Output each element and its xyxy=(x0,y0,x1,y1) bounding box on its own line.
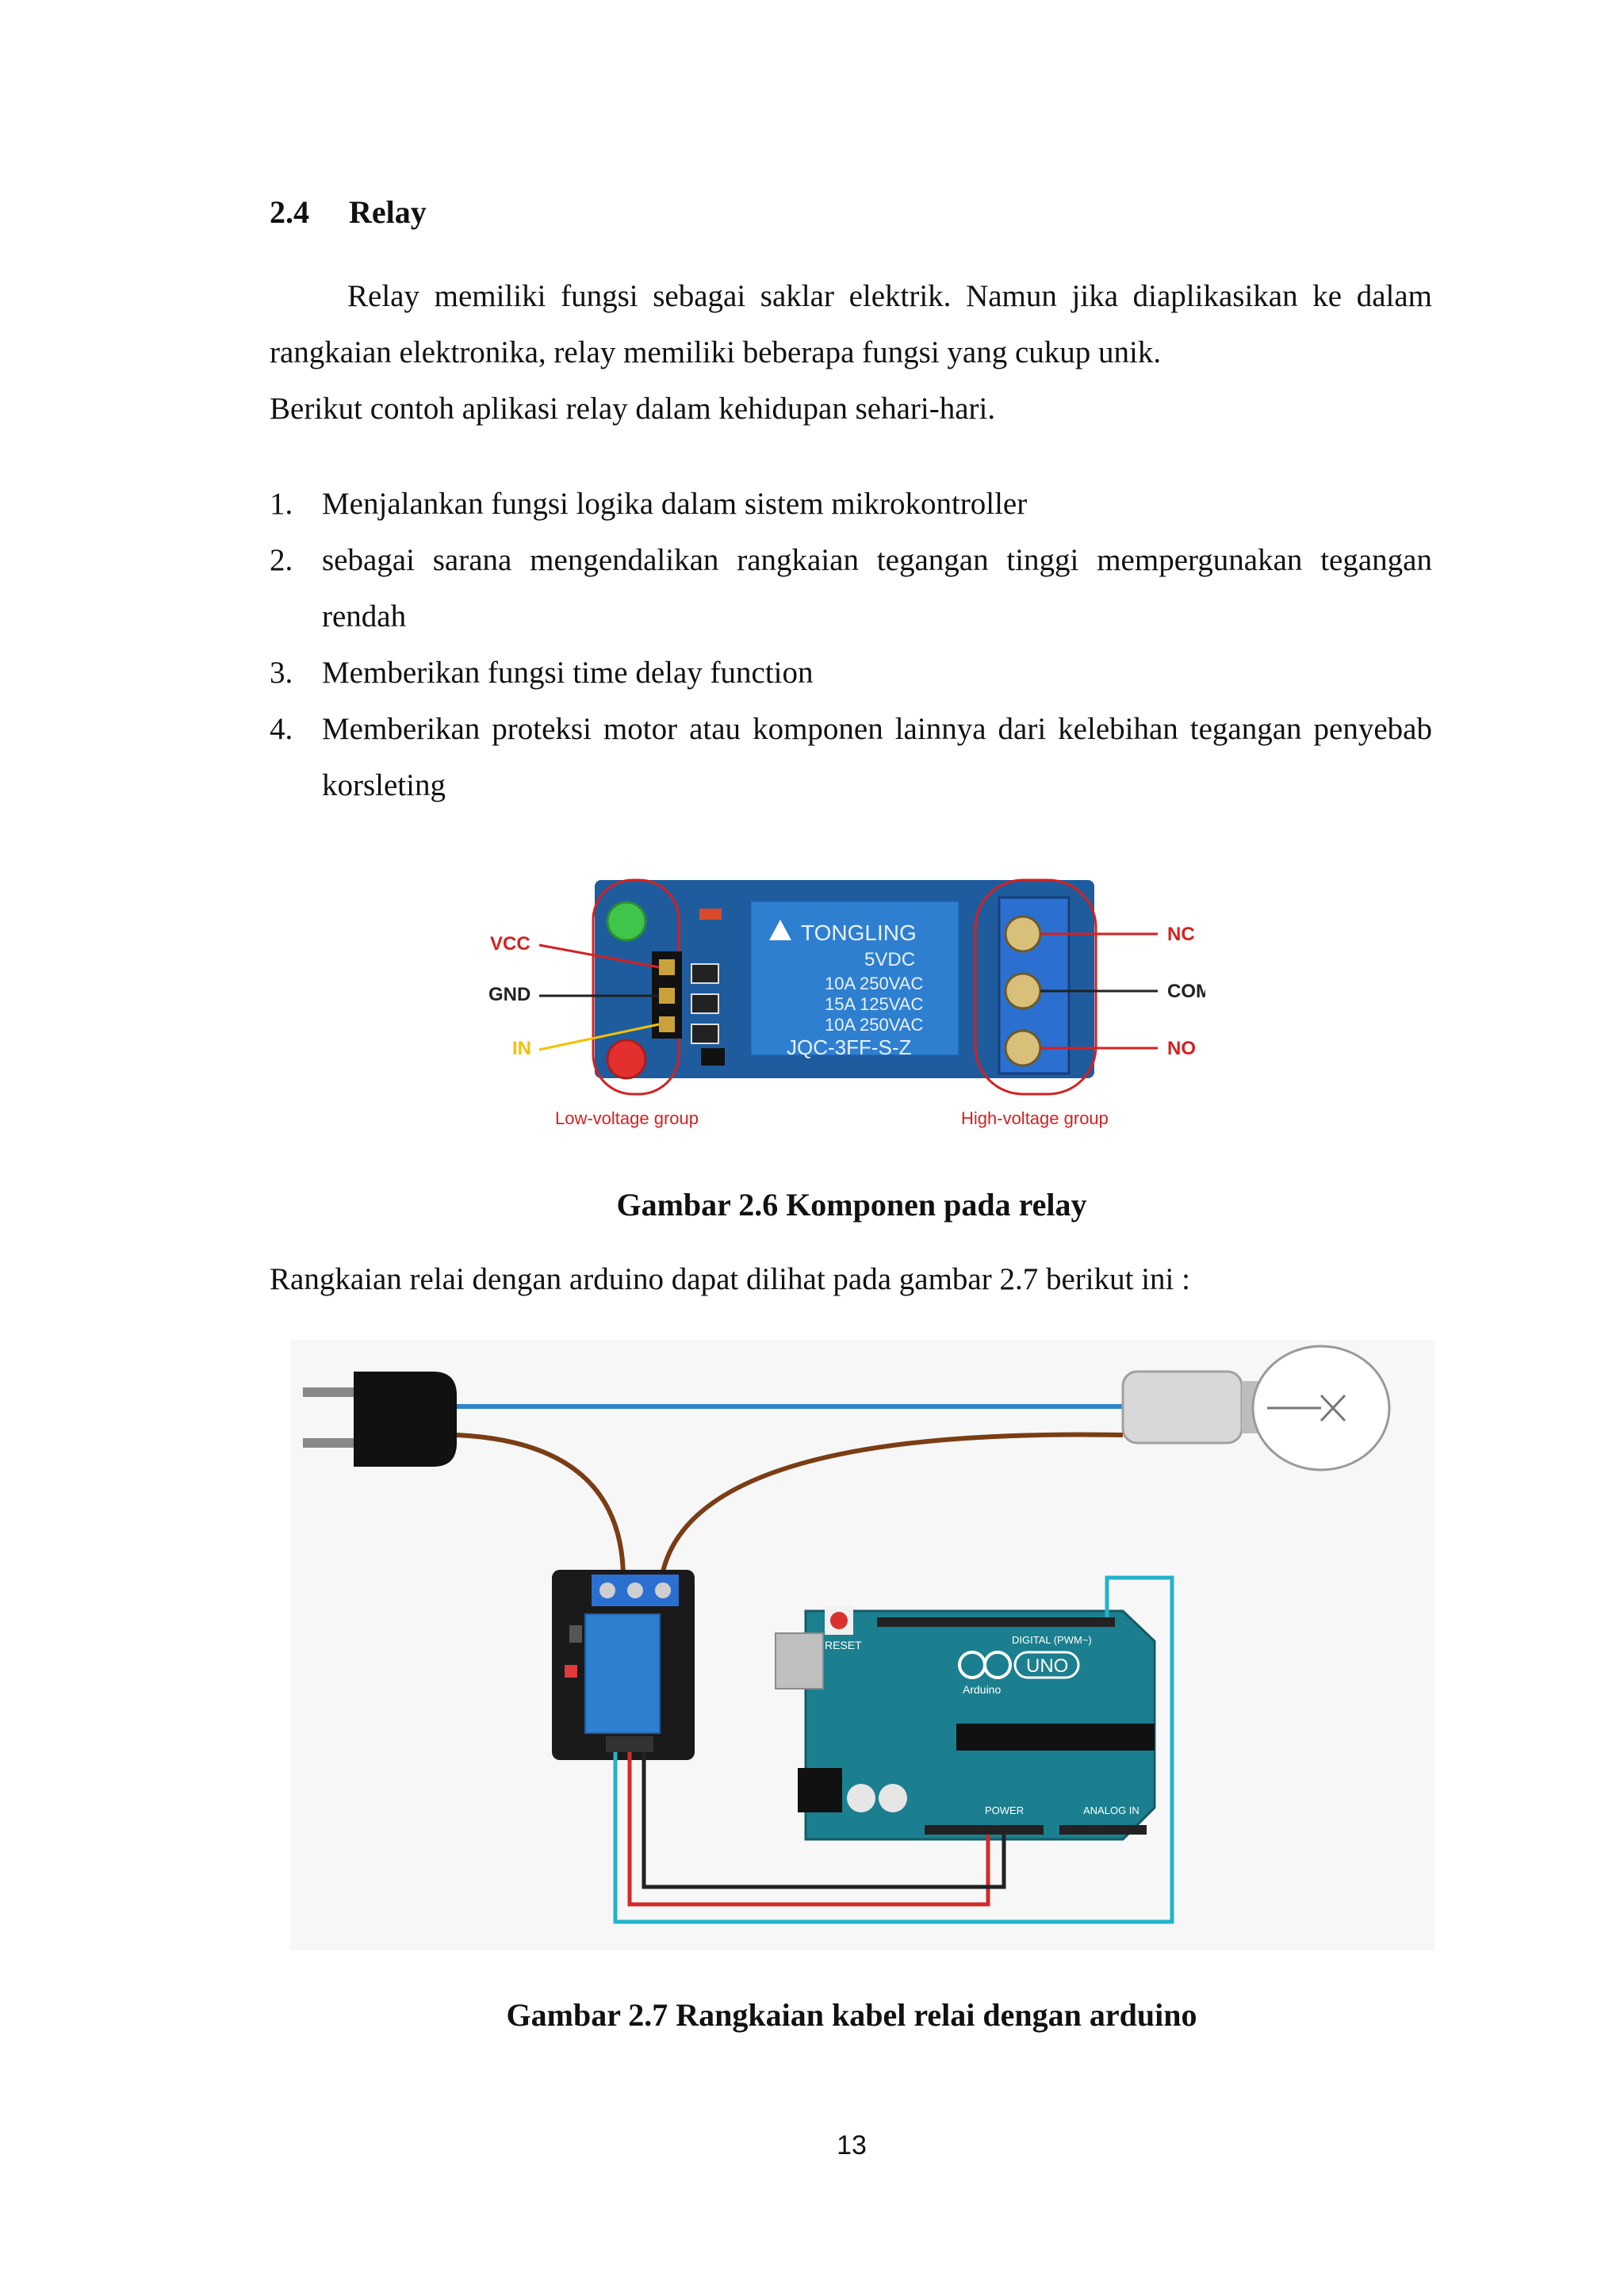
power-plug xyxy=(354,1372,457,1467)
wire-gnd xyxy=(642,1752,1006,1889)
relay-led xyxy=(569,1625,582,1643)
label-high-voltage-group: High-voltage group xyxy=(961,1108,1109,1128)
reset-button-cap xyxy=(830,1612,848,1629)
terminal-screw xyxy=(655,1582,671,1598)
relay-brand: TONGLING xyxy=(801,920,917,945)
label-com: COM xyxy=(1167,981,1205,1002)
resistor xyxy=(691,1024,719,1044)
lamp-socket xyxy=(1121,1370,1243,1445)
power-label: POWER xyxy=(985,1804,1024,1816)
list-marker: 3. xyxy=(270,656,293,690)
microcontroller-chip xyxy=(956,1724,1155,1751)
power-header xyxy=(925,1825,1044,1835)
section-heading: 2.4 Relay xyxy=(270,192,427,233)
power-led xyxy=(606,901,647,942)
list-item: 3. Memberikan fungsi time delay function xyxy=(270,645,1432,701)
relay-led xyxy=(565,1665,577,1678)
relay-component-figure: TONGLING 5VDC 10A 250VAC 15A 125VAC 10A … xyxy=(488,878,1205,1128)
figure-2-7-caption: Gambar 2.7 Rangkaian kabel relai dengan … xyxy=(506,1997,1197,2033)
list-marker: 2. xyxy=(270,543,293,577)
intro-paragraph: Relay memiliki fungsi sebagai saklar ele… xyxy=(270,279,1432,369)
smd-component xyxy=(699,909,722,920)
terminal-screw xyxy=(627,1582,643,1598)
pin-gnd xyxy=(659,988,675,1004)
list-item: 1. Menjalankan fungsi logika dalam siste… xyxy=(270,476,1432,532)
resistor xyxy=(691,963,719,984)
pin-in xyxy=(659,1016,675,1032)
relay-rating: 15A 125VAC xyxy=(825,994,923,1014)
usb-connector xyxy=(775,1632,824,1689)
relay-rating: 5VDC xyxy=(864,949,915,970)
dc-jack xyxy=(798,1768,842,1812)
label-nc: NC xyxy=(1167,924,1195,945)
figure-2-6-caption: Gambar 2.6 Komponen pada relay xyxy=(616,1187,1087,1223)
label-vcc: VCC xyxy=(490,933,530,955)
reset-label: RESET xyxy=(825,1639,862,1651)
wire-signal-in xyxy=(613,1575,1174,1924)
relay-body xyxy=(584,1613,661,1734)
plug-prong xyxy=(303,1438,358,1448)
transistor xyxy=(701,1048,725,1066)
label-gnd: GND xyxy=(488,984,530,1005)
wire-brown-plug-relay xyxy=(456,1433,626,1580)
terminal-screw xyxy=(599,1582,615,1598)
list-marker: 1. xyxy=(270,487,293,521)
relay-model: JQC-3FF-S-Z xyxy=(787,1035,912,1059)
bulb-filament xyxy=(1267,1394,1346,1422)
uno-label: UNO xyxy=(1026,1655,1068,1677)
list-text: Memberikan fungsi time delay function xyxy=(322,656,814,690)
leader-vcc xyxy=(538,943,660,969)
pin-vcc xyxy=(659,959,675,975)
relay-pin-header xyxy=(606,1736,653,1752)
label-low-voltage-group: Low-voltage group xyxy=(555,1108,699,1128)
list-item: 4. Memberikan proteksi motor atau kompon… xyxy=(270,701,1432,813)
relay-rating: 10A 250VAC xyxy=(825,974,923,993)
analog-label: ANALOG IN xyxy=(1083,1804,1139,1816)
digital-label: DIGITAL (PWM~) xyxy=(1012,1634,1092,1646)
terminal-screw-com xyxy=(1004,972,1042,1010)
capacitor xyxy=(879,1784,907,1812)
list-marker: 4. xyxy=(270,712,293,746)
label-no: NO xyxy=(1167,1038,1196,1059)
application-list: 1. Menjalankan fungsi logika dalam siste… xyxy=(270,476,1432,813)
arduino-label: Arduino xyxy=(963,1683,1001,1696)
relay-arduino-wiring-figure: RESET DIGITAL (PWM~) UNO Arduino POWER A… xyxy=(290,1340,1435,1950)
resistor xyxy=(691,993,719,1014)
capacitor xyxy=(847,1784,875,1812)
section-number: 2.4 xyxy=(270,194,309,230)
status-led xyxy=(606,1039,647,1080)
relay-rating: 10A 250VAC xyxy=(825,1015,923,1035)
uno-badge xyxy=(1013,1651,1080,1679)
list-text: sebagai sarana mengendalikan rangkaian t… xyxy=(322,543,1432,633)
digital-header xyxy=(877,1617,1115,1627)
section-title: Relay xyxy=(349,194,427,230)
label-in: IN xyxy=(512,1038,531,1059)
terminal-screw-no xyxy=(1004,1029,1042,1067)
wire-vcc xyxy=(627,1752,990,1907)
list-text: Menjalankan fungsi logika dalam sistem m… xyxy=(322,487,1028,521)
relay-body xyxy=(749,899,961,1058)
leader-in xyxy=(538,1023,660,1051)
page-number: 13 xyxy=(837,2130,867,2160)
list-item: 2. sebagai sarana mengendalikan rangkaia… xyxy=(270,532,1432,645)
plug-prong xyxy=(303,1387,358,1397)
terminal-screw-nc xyxy=(1004,915,1042,953)
list-text: Memberikan proteksi motor atau komponen … xyxy=(322,712,1432,802)
intro-lead: Berikut contoh aplikasi relay dalam kehi… xyxy=(270,392,996,426)
relay-logo-icon xyxy=(769,920,791,940)
wire-brown-lamp-relay xyxy=(659,1432,1124,1580)
figure-2-7-lead: Rangkaian relai dengan arduino dapat dil… xyxy=(270,1262,1190,1296)
analog-header xyxy=(1059,1825,1147,1835)
high-voltage-outline xyxy=(974,878,1097,1096)
arduino-logo-icon xyxy=(983,1651,1012,1679)
